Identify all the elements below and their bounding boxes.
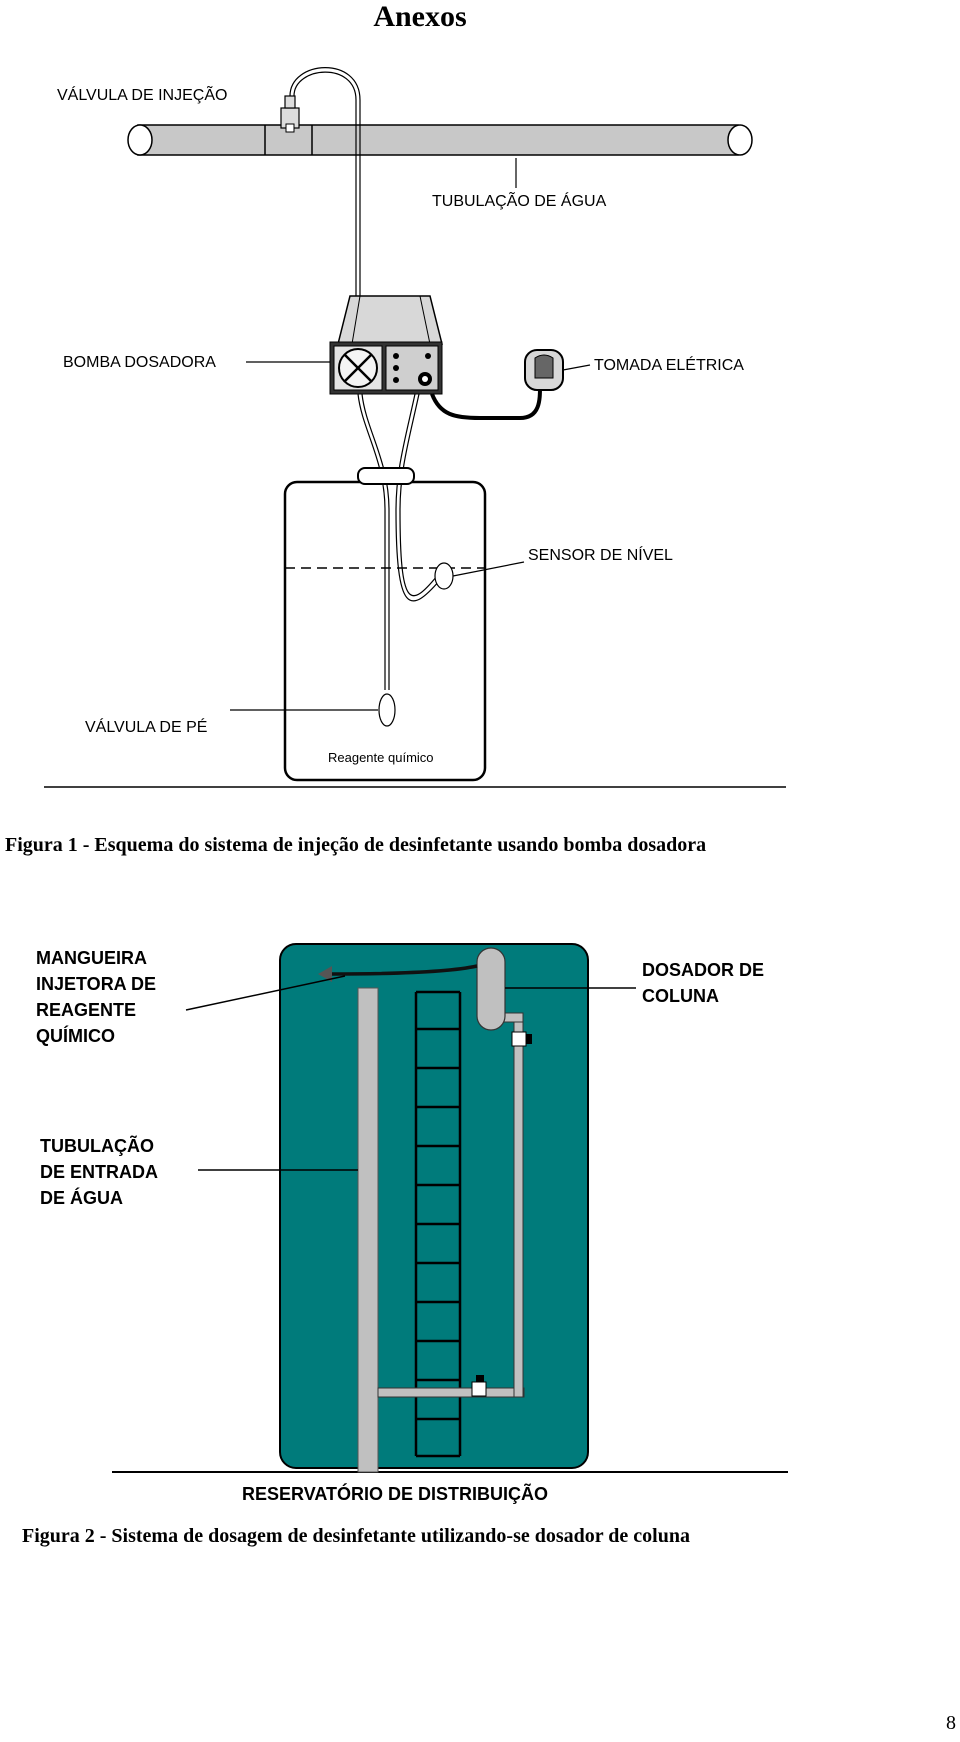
figure-1-diagram: VÁLVULA DE INJEÇÃO TUBULAÇÃO DE ÁGUA BOM… — [44, 67, 786, 788]
upper-valve-icon — [511, 1031, 532, 1047]
water-pipe — [127, 124, 753, 156]
foot-valve-icon — [230, 693, 396, 727]
lower-valve-icon — [471, 1375, 487, 1397]
injector-hose-tip-icon — [318, 966, 332, 982]
label-foot-valve: VÁLVULA DE PÉ — [85, 717, 207, 736]
ladder — [414, 990, 462, 1458]
figure-2-diagram: MANGUEIRA INJETORA DE REAGENTE QUÍMICO D… — [36, 943, 788, 1504]
page-title: Anexos — [373, 0, 467, 33]
label-injector-hose-1: MANGUEIRA — [36, 948, 147, 968]
distribution-reservoir — [279, 943, 589, 1469]
label-electric-outlet: TOMADA ELÉTRICA — [594, 355, 744, 374]
column-doser-icon — [476, 947, 506, 1031]
label-column-doser-1: DOSADOR DE — [642, 960, 764, 980]
label-injector-hose-2: INJETORA DE — [36, 974, 156, 994]
label-water-pipe: TUBULAÇÃO DE ÁGUA — [432, 190, 607, 210]
reagent-tank — [283, 467, 487, 782]
label-reservoir: RESERVATÓRIO DE DISTRIBUIÇÃO — [242, 1483, 548, 1504]
electric-outlet-icon — [524, 349, 591, 391]
label-inlet-pipe-1: TUBULAÇÃO — [40, 1135, 154, 1156]
page-number: 8 — [946, 1712, 956, 1734]
figure-1-caption: Figura 1 - Esquema do sistema de injeção… — [5, 834, 707, 856]
dosing-pump-icon — [329, 295, 443, 395]
label-level-sensor: SENSOR DE NÍVEL — [528, 545, 673, 564]
label-inlet-pipe-3: DE ÁGUA — [40, 1187, 123, 1208]
label-column-doser-2: COLUNA — [642, 986, 719, 1006]
label-injector-hose-4: QUÍMICO — [36, 1025, 115, 1046]
inlet-pipe — [357, 987, 379, 1473]
label-dosing-pump: BOMBA DOSADORA — [63, 354, 216, 371]
injector-hose — [329, 964, 478, 976]
label-chemical-reagent: Reagente químico — [328, 750, 434, 765]
injection-valve-icon — [280, 95, 300, 133]
label-injector-hose-3: REAGENTE — [36, 1000, 136, 1020]
figure-2-caption: Figura 2 - Sistema de dosagem de desinfe… — [22, 1525, 690, 1547]
label-injection-valve: VÁLVULA DE INJEÇÃO — [57, 84, 227, 104]
level-sensor-icon — [434, 561, 525, 590]
label-inlet-pipe-2: DE ENTRADA — [40, 1162, 158, 1182]
